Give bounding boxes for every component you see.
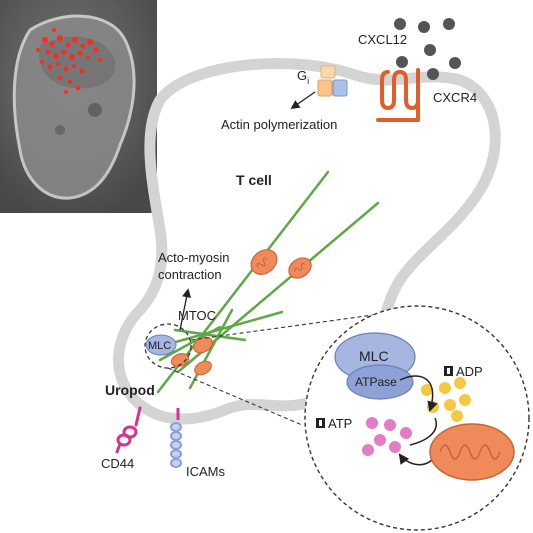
actin-label: Actin polymerization [221,117,337,132]
g-protein-icon [317,65,348,97]
icam-icon [170,408,182,468]
inset-atpase-label: ATPase [355,375,397,389]
receptor-icon [376,68,420,122]
atp-to-adp-arrow [399,375,438,413]
gi-to-actin-arrow [290,91,316,110]
mito-to-atp-arrow [398,453,433,466]
mitochondrion-icon [170,249,312,376]
cd44-icon [115,406,142,454]
cxcr4-label: CXCR4 [433,90,477,105]
atp-label: ATP [328,416,352,431]
tcell-label: T cell [236,172,272,188]
microscopy-image [0,0,157,213]
inset-mlc-label: MLC [359,348,389,364]
gi-label: Gi [297,68,309,86]
atp-badge [316,418,325,428]
zoom-line-top [190,311,396,341]
chemokine-dots [394,18,461,80]
contraction-arrow [179,288,192,331]
mlc-small-label: MLC [148,340,171,352]
mtoc-label: MTOC [178,308,216,323]
uropod-label: Uropod [105,382,155,398]
cxcl12-label: CXCL12 [358,32,407,47]
mlc-atpase-icon [334,332,416,400]
atp-dots [362,417,412,456]
mlc-small [145,334,177,356]
adp-badge [444,366,453,376]
inset-mitochondrion-icon [429,423,515,481]
acto-myosin-label: Acto-myosin contraction [158,250,233,282]
icams-label: ICAMs [186,464,226,479]
cd44-label: CD44 [101,456,134,471]
atp-cycle-arrow [409,417,437,446]
adp-label: ADP [456,364,483,379]
zoom-line-bottom [167,367,303,426]
